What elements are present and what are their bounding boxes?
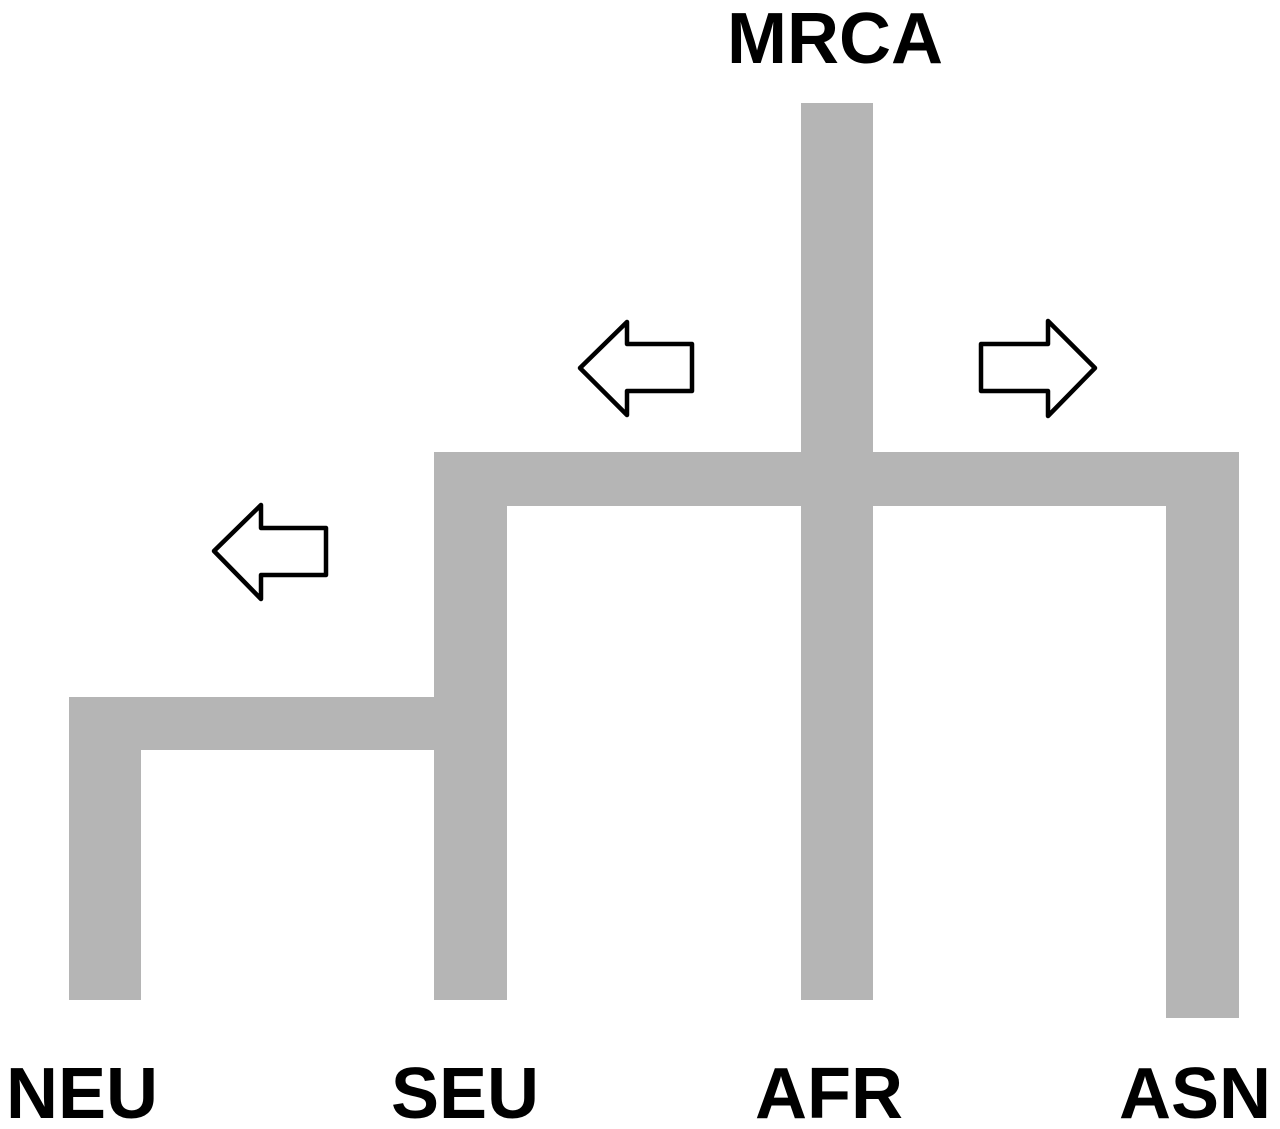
arrow-right-upper-icon: [978, 318, 1098, 419]
tree-branches: [69, 103, 1239, 1018]
mrca-label: MRCA: [727, 0, 943, 79]
arrow-left-lower-icon: [211, 502, 329, 602]
arrow-left-upper-icon: [577, 319, 695, 418]
leaf-label-asn: ASN: [1119, 1054, 1271, 1129]
leaf-label-neu: NEU: [6, 1054, 158, 1129]
leaf-label-afr: AFR: [755, 1054, 903, 1129]
leaf-label-seu: SEU: [391, 1054, 539, 1129]
branch-afr: [801, 103, 873, 1000]
branch-root-horizontal: [434, 452, 1239, 506]
branch-asn: [1166, 452, 1239, 1018]
branch-neu: [69, 697, 141, 1000]
